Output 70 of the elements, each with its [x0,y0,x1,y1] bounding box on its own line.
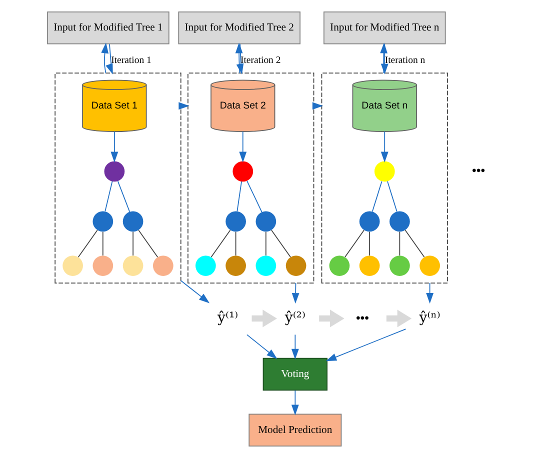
connector [399,231,400,256]
node-circle [196,256,216,276]
node-circle [359,211,380,232]
node-box: Input for Modified Tree 1 [47,12,170,44]
connector [102,231,104,256]
arrow [292,282,300,304]
connector [265,231,266,256]
connector [387,180,398,212]
node-circle [374,161,395,182]
node-text: ••• [356,310,369,325]
node-circle [390,256,410,276]
node-box: Voting [262,358,328,391]
connector [236,181,242,212]
edge-label: Iteration 2 [240,55,281,66]
node-text: ŷ⁽²⁾ [284,310,306,326]
connector [138,230,158,258]
arrow [101,42,109,74]
label: ••• [472,164,486,178]
arrow [252,310,278,328]
arrow [180,280,210,304]
connector [404,230,425,258]
arrow [380,131,388,162]
arrow [291,334,299,360]
node-box: Input for Modified Tree 2 [178,12,300,44]
connector [78,230,98,258]
node-circle [359,256,380,276]
node-circle [420,256,440,276]
connector [271,230,291,258]
node-box: Model Prediction [248,414,342,446]
node-circle [256,256,276,276]
node-circle [152,256,174,276]
node-circle [62,256,83,276]
connector [210,230,231,258]
arrow [106,44,113,74]
arrow [326,328,406,362]
arrow [426,282,434,304]
node-circle [122,256,144,276]
cluster [321,72,448,284]
node-box: Input for Modified Tree n [324,12,446,44]
arrow [291,390,299,416]
node-circle [286,256,306,276]
node-text: ŷ⁽ⁿ⁾ [419,310,440,326]
node-circle [232,161,254,182]
connector [344,230,364,258]
connector [372,180,382,212]
arrow [386,310,412,328]
cluster [54,72,182,284]
node-circle [104,161,125,182]
connector [117,180,130,212]
arrow [246,334,278,360]
connector [235,231,236,256]
connector [369,231,370,256]
connector [246,180,262,212]
edge-label: Iteration 1 [111,55,152,66]
node-circle [256,211,276,232]
edge-label: Iteration n [384,55,426,66]
arrow [239,131,247,162]
node-circle [92,211,114,232]
node-circle [226,256,246,276]
node-text: ŷ⁽¹⁾ [218,310,238,326]
node-circle [329,256,350,276]
node-circle [92,256,114,276]
node-circle [390,211,410,232]
connector [104,180,113,212]
connector [132,231,134,256]
cluster [188,72,314,284]
arrow [319,310,344,328]
arrow [110,131,118,162]
node-circle [226,211,246,232]
node-circle [122,211,144,232]
